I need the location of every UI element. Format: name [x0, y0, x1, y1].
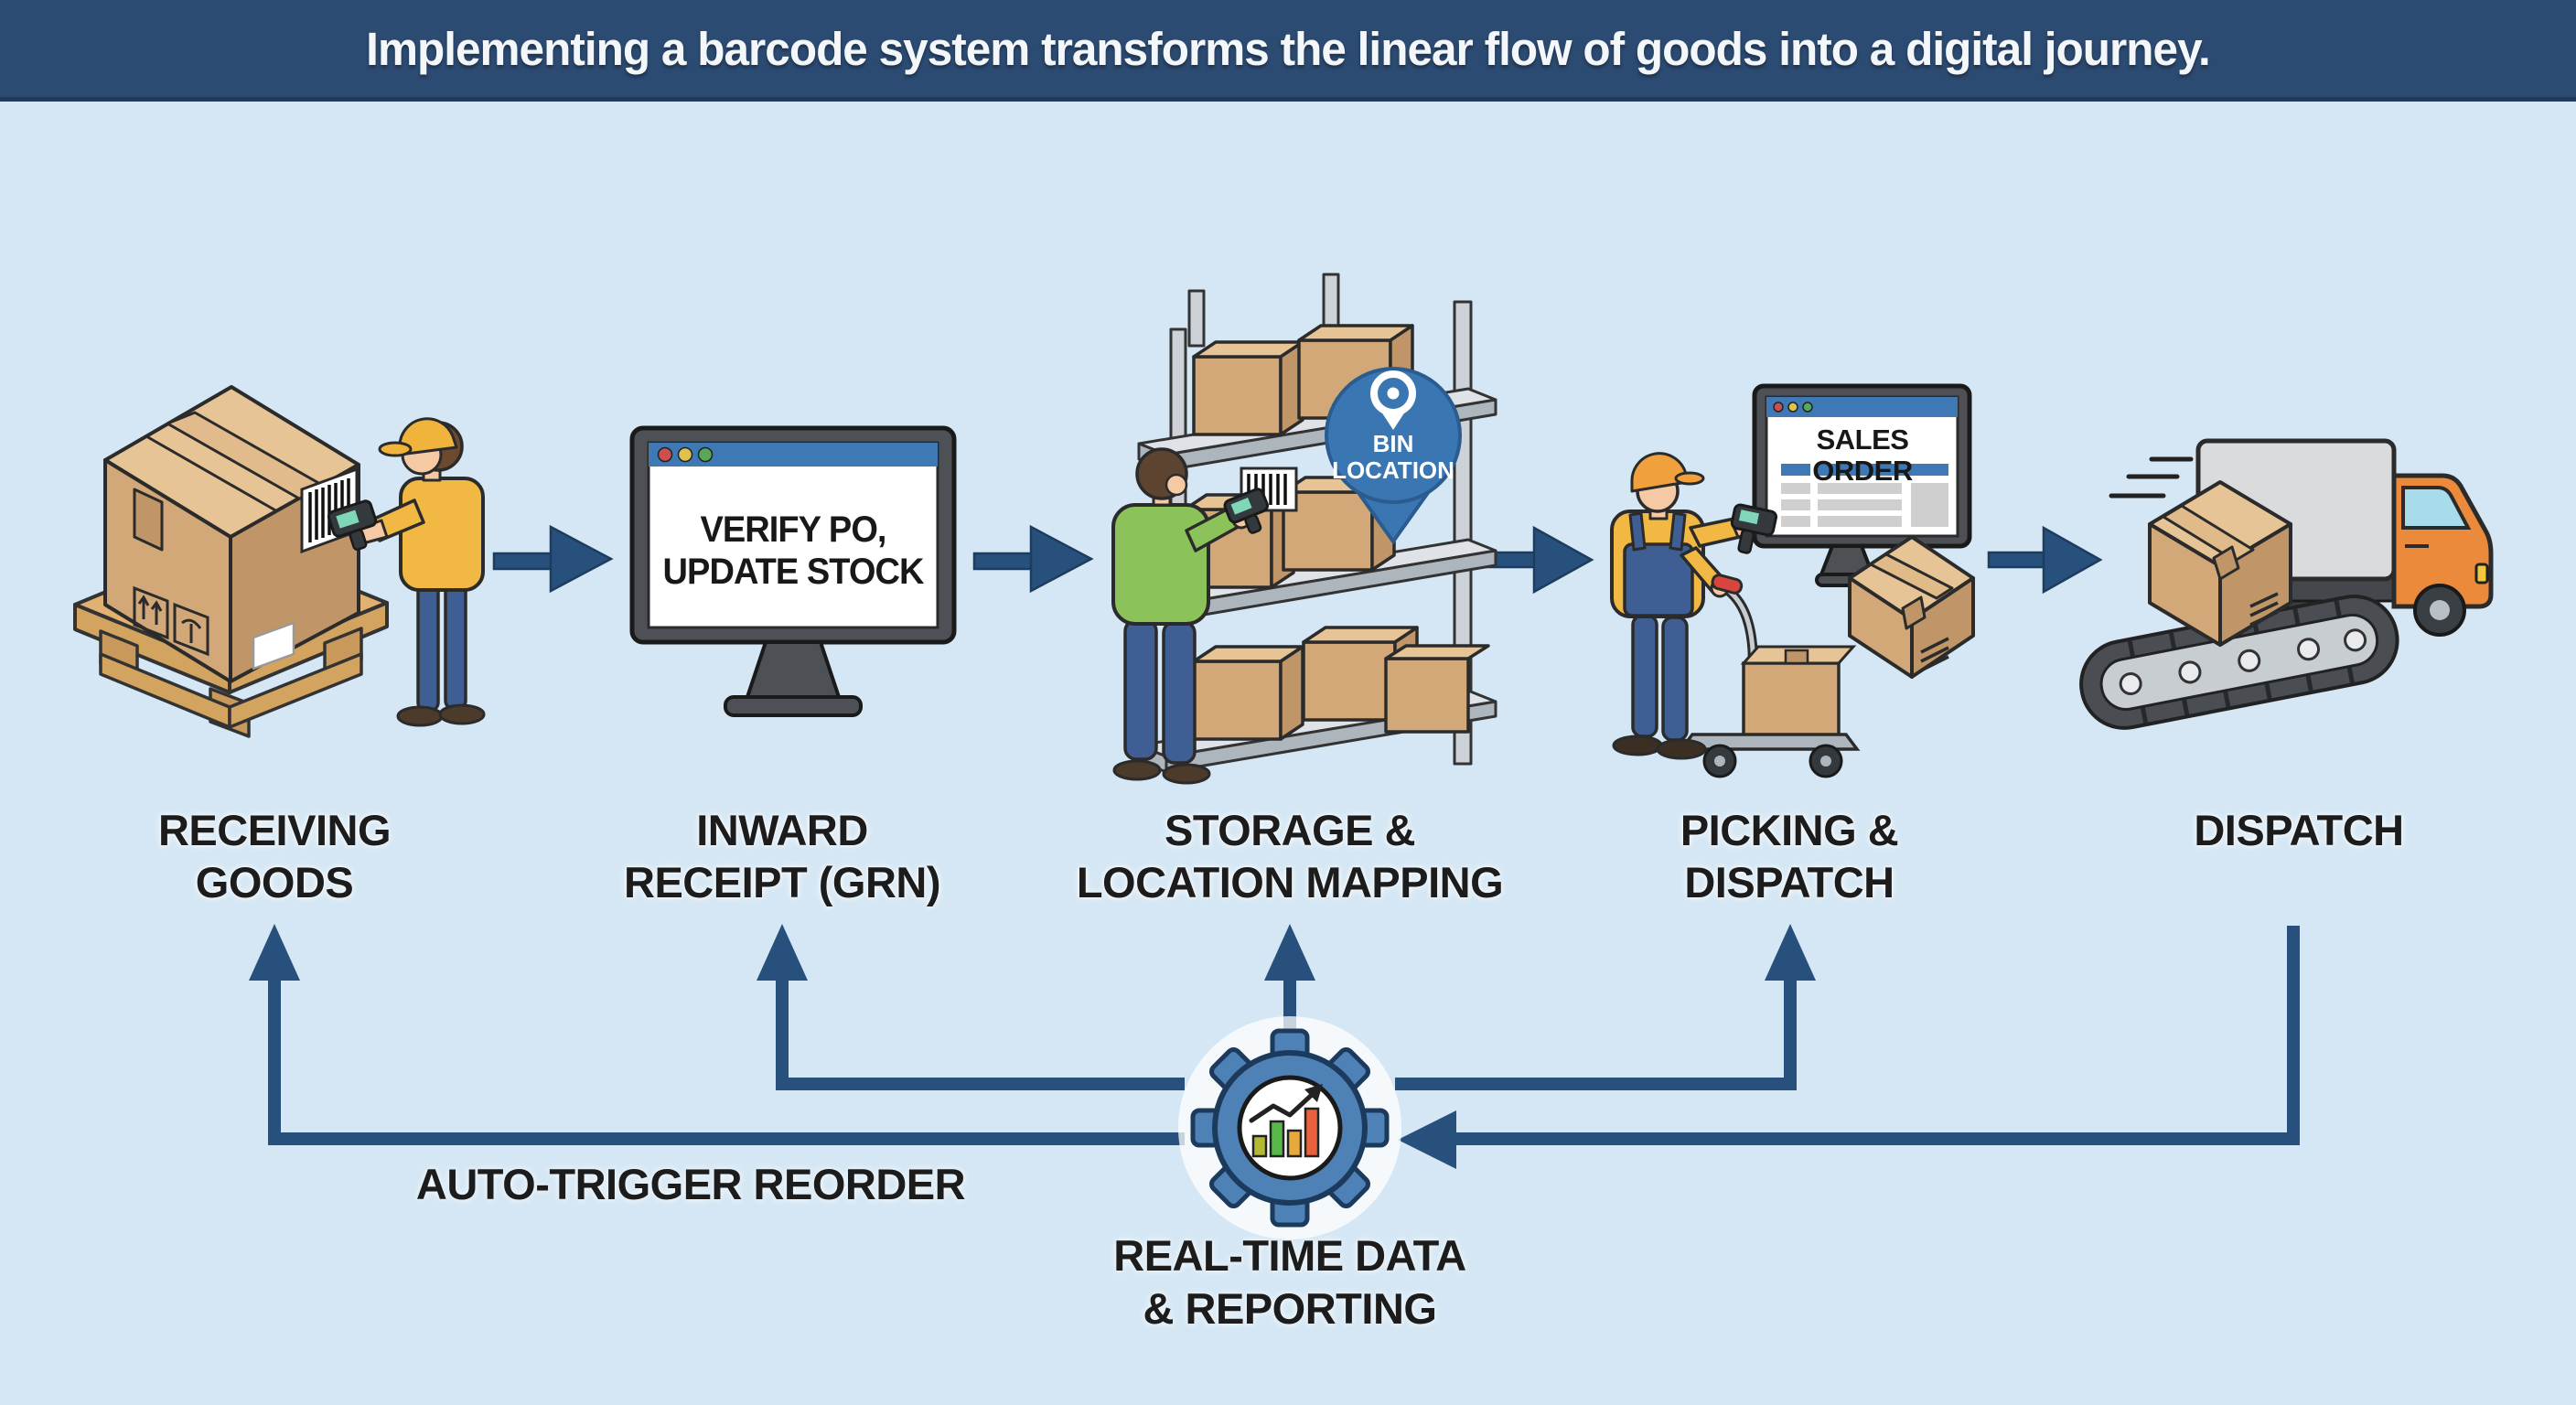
- bin-location-pin-text: BIN LOCATION: [1332, 430, 1454, 484]
- left-arrowhead-into-gear-icon: [1398, 1110, 1456, 1169]
- storage-shelf-illustration: [1111, 273, 1497, 785]
- up-arrowhead-picking-icon: [1765, 924, 1816, 981]
- feedback-line-from-dispatch: [1456, 926, 2300, 1145]
- worker-storage-icon: [1111, 447, 1270, 785]
- feedback-line-to-receiving: [268, 981, 1185, 1145]
- sales-order-screen-title: SALES ORDER: [1812, 424, 1913, 487]
- trend-arrow-icon: [1249, 1084, 1323, 1123]
- label-receiving-goods: RECEIVING GOODS: [157, 806, 392, 906]
- scanner-icon: [1730, 503, 1778, 554]
- realtime-data-reporting-label: REAL-TIME DATA & REPORTING: [1113, 1231, 1466, 1333]
- up-arrowhead-inward-icon: [757, 924, 808, 981]
- flow-arrow-4-icon: [1987, 525, 2103, 595]
- browser-bar: [1766, 397, 1958, 417]
- up-arrowhead-storage-icon: [1264, 924, 1315, 981]
- scanner-icon: [327, 499, 378, 552]
- dispatch-illustration: [2079, 438, 2494, 730]
- conveyor-icon: [2079, 595, 2399, 730]
- feedback-line-to-inward: [776, 981, 1185, 1090]
- header-title: Implementing a barcode system transforms…: [366, 22, 2211, 75]
- scanner-icon: [1223, 488, 1270, 534]
- auto-trigger-reorder-label: AUTO-TRIGGER REORDER: [415, 1160, 966, 1208]
- location-pin-icon: [1370, 370, 1416, 430]
- label-dispatch: DISPATCH: [2194, 806, 2404, 854]
- browser-dots-icon: [657, 446, 714, 463]
- label-picking-dispatch: PICKING & DISPATCH: [1680, 806, 1899, 906]
- bin-location-pin: [1325, 367, 1462, 545]
- browser-bar: [649, 443, 938, 467]
- feedback-arrowheads: [249, 924, 1816, 1169]
- up-arrowhead-receiving-icon: [249, 924, 300, 981]
- handling-icons: [133, 585, 209, 657]
- picking-dispatch-illustration: [1610, 383, 1975, 778]
- feedback-line-to-picking: [1395, 981, 1797, 1090]
- realtime-hub-illustration: [1178, 1016, 1401, 1239]
- worker-picking-icon: [1610, 452, 1778, 760]
- label-inward-receipt: INWARD RECEIPT (GRN): [624, 806, 941, 906]
- worker-receiving-icon: [327, 417, 486, 727]
- label-storage-location: STORAGE & LOCATION MAPPING: [1076, 806, 1504, 906]
- bar-chart-icon: [1251, 1107, 1320, 1158]
- inward-receipt-monitor-illustration: [629, 425, 957, 717]
- header-banner: Implementing a barcode system transforms…: [0, 0, 2576, 102]
- verify-po-screen-text: VERIFY PO, UPDATE STOCK: [662, 509, 925, 592]
- sales-order-monitor-icon: [1752, 383, 1972, 587]
- speed-lines-icon: [2109, 456, 2194, 499]
- flow-arrow-2-icon: [972, 524, 1094, 594]
- receiving-goods-illustration: [73, 385, 486, 738]
- gear-icon: [1190, 1028, 1390, 1228]
- monitor-icon: [629, 425, 957, 717]
- hand-truck-icon: [1678, 584, 1861, 778]
- truck-icon: [2195, 438, 2494, 637]
- flow-arrow-1-icon: [492, 524, 614, 594]
- browser-dots-icon: [1773, 402, 1813, 413]
- conveyor-box-icon: [2148, 480, 2292, 647]
- picked-box-icon: [1848, 535, 1975, 679]
